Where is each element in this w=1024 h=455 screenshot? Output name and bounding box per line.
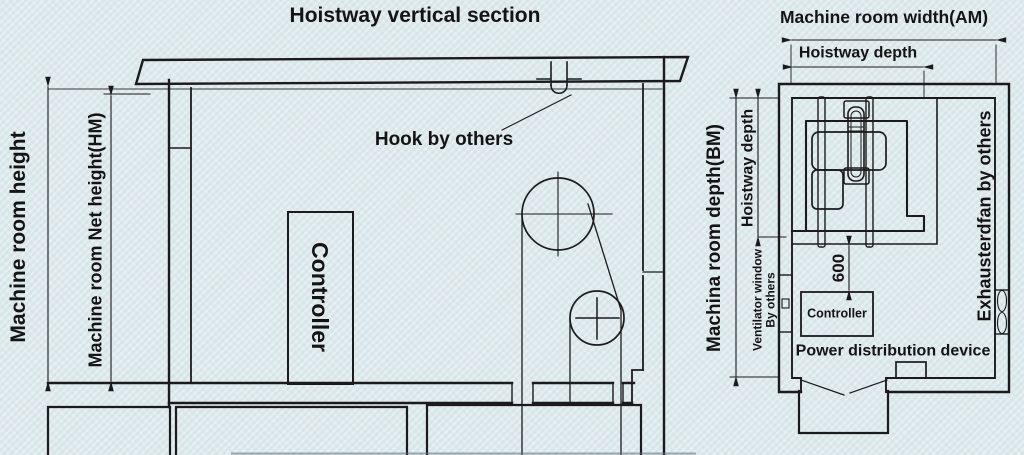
controller-box-plan bbox=[800, 291, 874, 337]
power-device-label: Power distribution device bbox=[795, 342, 991, 360]
hook-label: Hook by others bbox=[374, 129, 514, 151]
section-title: Hoistway vertical section bbox=[289, 3, 541, 27]
machine-room-height-label: Machine room height bbox=[6, 131, 30, 343]
net-height-label: Machine room Net height(HM) bbox=[85, 112, 106, 368]
dim-600-label: 600 bbox=[829, 253, 849, 283]
deflector-sheave bbox=[569, 290, 625, 346]
guide-rail bbox=[817, 96, 826, 248]
plan-title: Machine room width(AM) bbox=[779, 6, 989, 27]
hoistway-depth-side-label: Hoistway depth bbox=[739, 108, 757, 228]
door-swing bbox=[800, 379, 888, 396]
ventilator-window-label: Ventilator window By others bbox=[750, 248, 777, 352]
ventilator-window-line1: Ventilator window bbox=[750, 248, 765, 352]
ventilator-window-line2: By others bbox=[763, 272, 777, 328]
hook-symbol bbox=[501, 61, 582, 131]
machina-room-depth-label: Machina room depth(BM) bbox=[704, 124, 726, 352]
power-device-box bbox=[895, 361, 927, 379]
ventilator-window bbox=[778, 274, 793, 333]
controller-label-section: Controller bbox=[307, 242, 334, 352]
vestibule bbox=[797, 389, 890, 435]
traction-sheave bbox=[515, 171, 613, 257]
hoistway-depth-top-label: Hoistway depth bbox=[798, 44, 918, 62]
vertical-section-drawing bbox=[45, 55, 696, 455]
guide-rail bbox=[865, 96, 874, 248]
controller-label-plan: Controller bbox=[807, 306, 867, 321]
rope-lines bbox=[521, 203, 622, 455]
traction-machine-plan bbox=[811, 100, 887, 210]
plan-view-drawing bbox=[729, 37, 1011, 435]
exhaust-fan bbox=[994, 289, 1010, 335]
exhauster-fan-label: Exhausterdfan by others bbox=[974, 110, 995, 322]
